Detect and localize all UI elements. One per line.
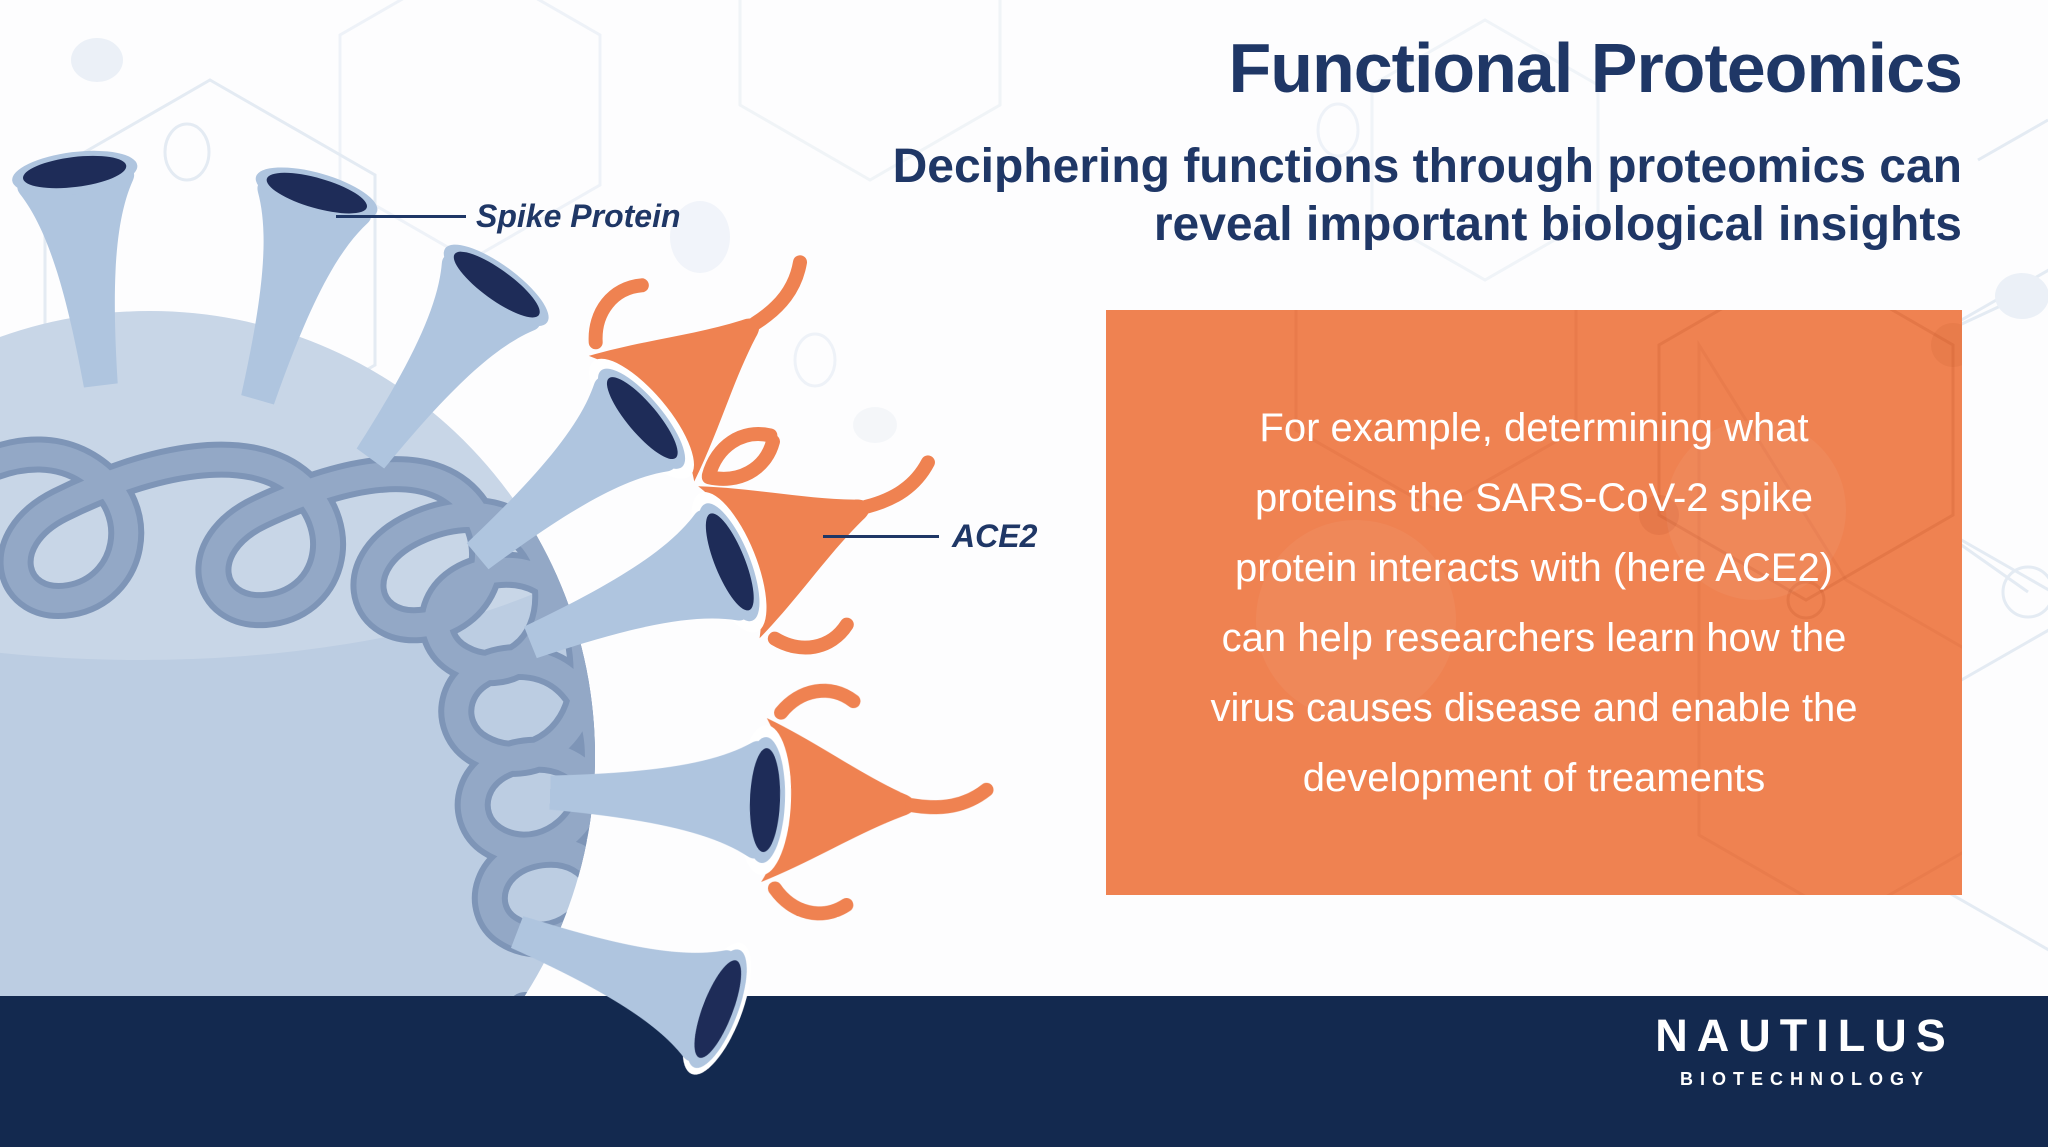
callout-line: For example, determining what: [1259, 405, 1809, 450]
callout-line: development of treaments: [1302, 755, 1766, 800]
spike-protein-label: Spike Protein: [476, 198, 681, 234]
page-subtitle: Deciphering functions through proteomics…: [893, 138, 1962, 254]
footer-bar: [0, 996, 2048, 1147]
spike-with-ace2-2: [506, 376, 977, 701]
spike-protein-pointer-line: [336, 215, 466, 218]
brand-wordmark: NAUTILUS: [1655, 1010, 1955, 1061]
subtitle-line: Deciphering functions through proteomics…: [892, 140, 1962, 193]
ace2-label: ACE2: [952, 518, 1038, 554]
rna-ribbon: [0, 436, 595, 1035]
spike-with-ace2-3: [547, 681, 990, 919]
brand-tagline: BIOTECHNOLOGY: [1679, 1069, 1930, 1089]
callout-line: protein interacts with (here ACE2): [1234, 545, 1834, 590]
callout-line: virus causes disease and enable the: [1210, 685, 1858, 730]
nautilus-logo: NAUTILUS BIOTECHNOLOGY: [1645, 1012, 1965, 1090]
callout-box: For example, determining what proteins t…: [1106, 310, 1962, 895]
spike-with-ace2-1: [437, 191, 883, 605]
callout-text: For example, determining what proteins t…: [1210, 393, 1857, 813]
callout-line: can help researchers learn how the: [1221, 615, 1847, 660]
spike-protein-bottom: [494, 873, 760, 1076]
ace2-pointer-line: [823, 535, 939, 538]
callout-hex-pattern: [1256, 310, 1962, 895]
callout-line: proteins the SARS-CoV-2 spike: [1254, 475, 1814, 520]
subtitle-line: reveal important biological insights: [1153, 198, 1962, 251]
page-title: Functional Proteomics: [1228, 29, 1963, 107]
ace2-receptor: [760, 689, 990, 919]
